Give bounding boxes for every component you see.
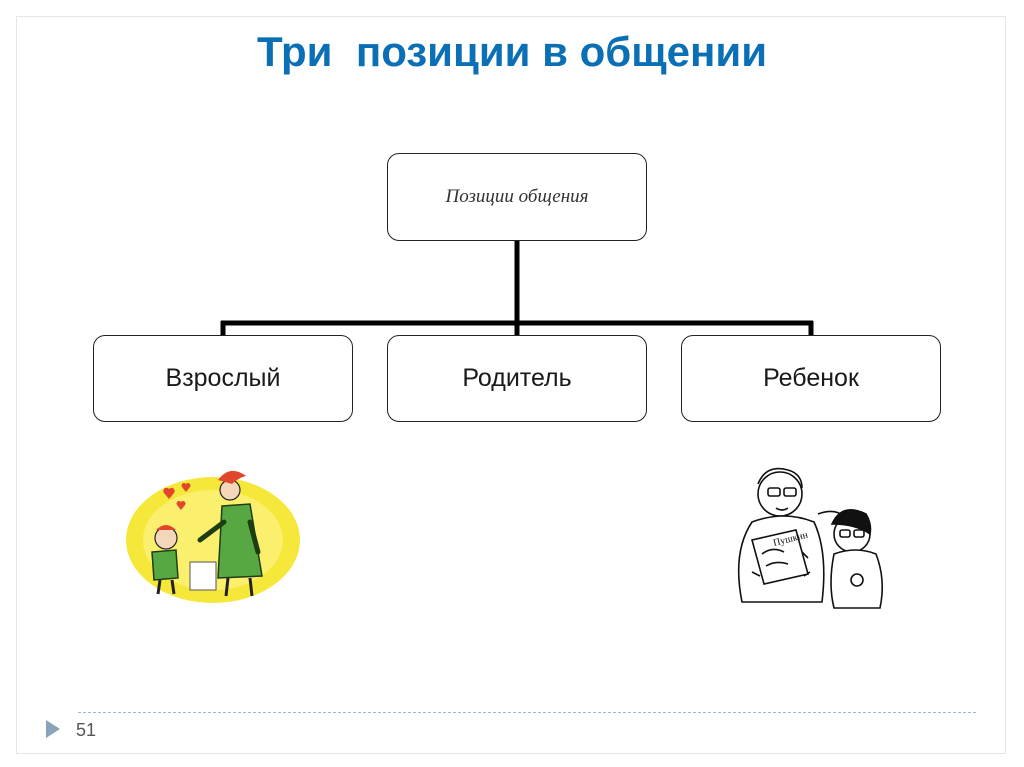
child-node-label: Родитель bbox=[462, 364, 572, 392]
footer-divider bbox=[78, 712, 976, 713]
child-node-adult: Взрослый bbox=[93, 335, 353, 422]
slide-nav-arrow-icon bbox=[46, 720, 60, 738]
child-node-label: Взрослый bbox=[165, 364, 281, 392]
slide-title: Три позиции в общении bbox=[256, 28, 768, 75]
parent-scolding-child-cartoon bbox=[126, 470, 300, 603]
page-number: 51 bbox=[76, 720, 97, 740]
child-node-label: Ребенок bbox=[763, 364, 859, 392]
root-node-label: Позиции общения bbox=[445, 186, 589, 207]
slide-frame bbox=[16, 16, 1006, 754]
adult-with-book-and-teen-cartoon: Пушкин bbox=[737, 467, 884, 609]
child-node-child: Ребенок bbox=[681, 335, 941, 422]
root-node: Позиции общения bbox=[387, 153, 647, 241]
child-node-parent: Родитель bbox=[387, 335, 647, 422]
